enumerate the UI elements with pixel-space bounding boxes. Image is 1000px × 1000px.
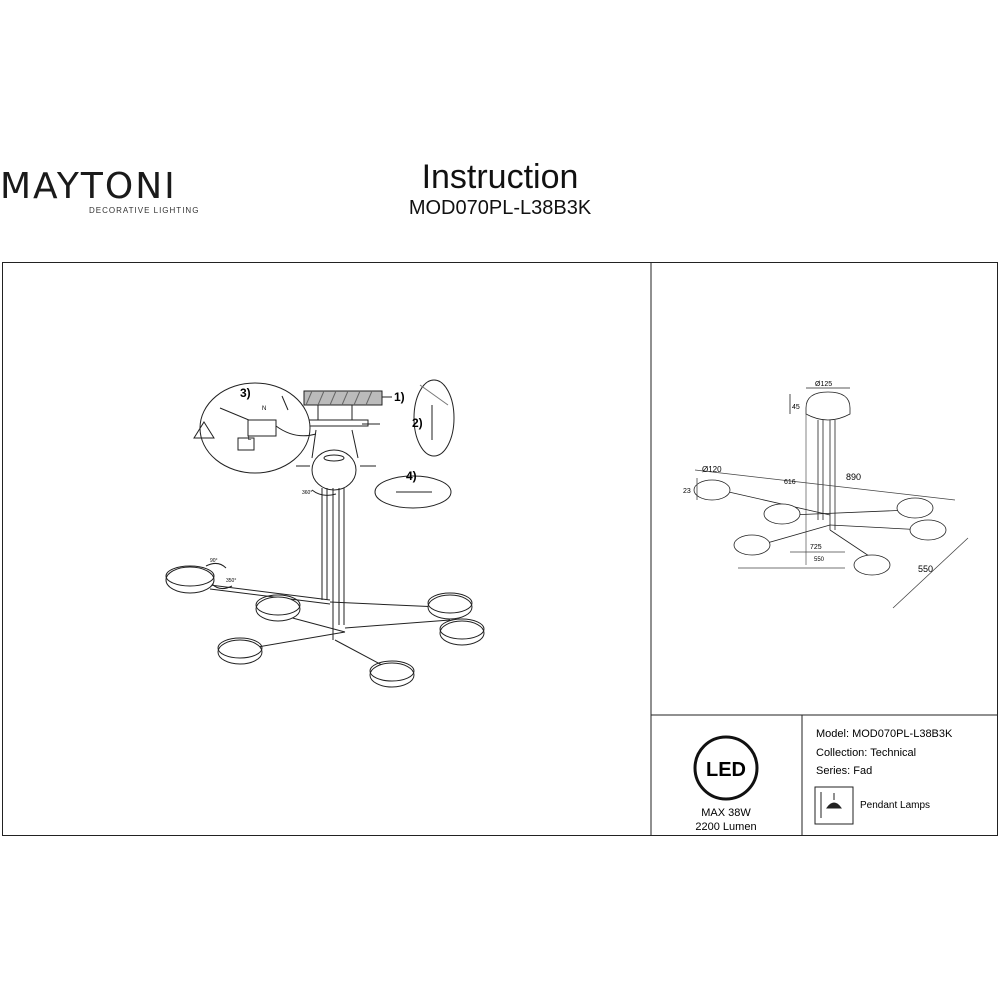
step-3-label: 3) xyxy=(240,386,251,400)
dim-span-a: 725 xyxy=(810,544,822,551)
dimension-illustration xyxy=(693,387,969,609)
wire-label-l: L xyxy=(248,436,252,442)
rotation-label-90: 90° xyxy=(210,558,218,564)
wire-label-n: N xyxy=(262,406,266,412)
spec-model: Model: MOD070PL-L38B3K xyxy=(816,728,953,740)
led-badge-text: LED xyxy=(706,759,746,781)
spec-collection: Collection: Technical xyxy=(816,747,916,759)
dim-width: 890 xyxy=(846,472,861,482)
instruction-frame xyxy=(2,262,998,836)
spec-series: Series: Fad xyxy=(816,765,872,777)
led-badge-circle xyxy=(693,735,759,801)
dim-span-b: 550 xyxy=(814,557,825,563)
step-1-label: 1) xyxy=(394,390,405,404)
step-4-label: 4) xyxy=(406,469,417,483)
dim-canopy-height: 45 xyxy=(792,404,800,411)
dim-canopy-diameter: Ø125 xyxy=(815,381,832,388)
document-model-code: MOD070PL-L38B3K xyxy=(408,197,592,219)
dim-shade-diameter: Ø120 xyxy=(702,465,722,474)
document-title: Instruction xyxy=(421,158,579,196)
dim-drop: 616 xyxy=(784,479,796,486)
spec-power: MAX 38W xyxy=(701,807,751,819)
pendant-lamp-icon xyxy=(814,786,854,825)
spec-lumen: 2200 Lumen xyxy=(695,821,756,833)
brand-tagline: DECORATIVE LIGHTING xyxy=(89,206,200,215)
brand-name: MAYTONI xyxy=(0,166,177,207)
spec-type: Pendant Lamps xyxy=(860,800,930,811)
rotation-label-350: 350° xyxy=(226,578,236,584)
dim-depth: 550 xyxy=(918,564,933,574)
dim-shade-height: 23 xyxy=(683,488,691,495)
assembly-illustration xyxy=(165,379,485,688)
step-2-label: 2) xyxy=(412,416,423,430)
rotation-label-360: 360° xyxy=(302,490,312,496)
